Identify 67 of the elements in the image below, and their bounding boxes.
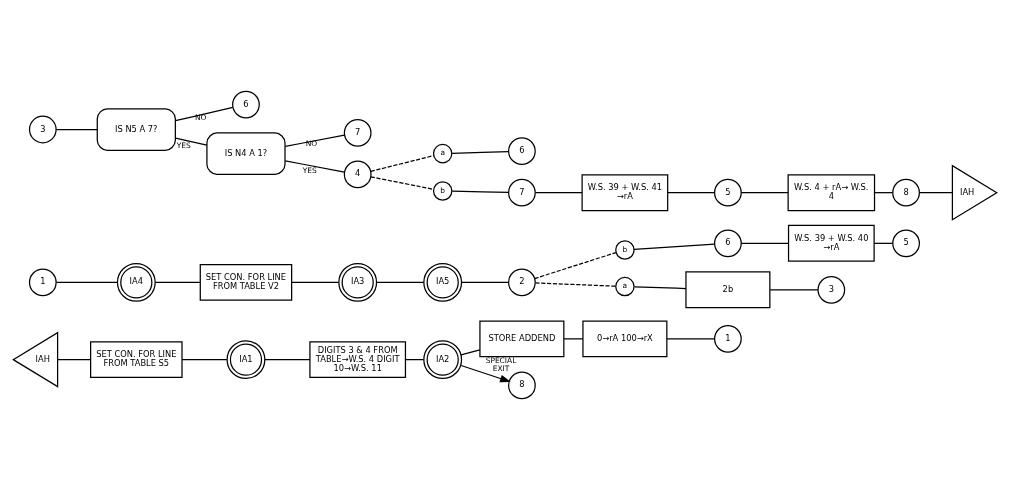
node-box: 2b bbox=[684, 271, 770, 309]
node-box: IS N5 A 7? bbox=[96, 108, 176, 151]
connector bbox=[665, 338, 715, 340]
connector bbox=[375, 281, 424, 283]
connector bbox=[451, 190, 509, 194]
connector bbox=[533, 252, 616, 280]
node-box: 0→rA 100→rX bbox=[581, 320, 667, 358]
connector bbox=[174, 106, 233, 122]
node-circle: 7 bbox=[343, 118, 372, 147]
connector bbox=[55, 128, 98, 131]
connector bbox=[632, 243, 715, 251]
node-circle: 2 bbox=[507, 268, 536, 297]
connector bbox=[666, 192, 715, 194]
connector bbox=[174, 137, 207, 146]
arrow bbox=[460, 364, 511, 383]
node-circle: 5 bbox=[713, 178, 742, 207]
node-box: STORE ADDEND bbox=[478, 320, 564, 358]
connector bbox=[369, 155, 434, 172]
connector bbox=[460, 349, 480, 356]
connector bbox=[918, 192, 953, 194]
connector bbox=[740, 242, 789, 244]
node-circle: 4 bbox=[343, 160, 372, 189]
edge-label: NO bbox=[305, 139, 317, 149]
node-circle: 8 bbox=[507, 371, 536, 400]
connector bbox=[562, 338, 583, 340]
node-circle: 6 bbox=[713, 229, 742, 258]
node-circle: 1 bbox=[713, 324, 742, 353]
edge-label: NO bbox=[194, 112, 206, 122]
node-circle: b bbox=[614, 240, 635, 260]
connector bbox=[284, 134, 345, 147]
connector bbox=[451, 150, 509, 154]
connector bbox=[460, 281, 509, 283]
node-box: W.S. 4 + rA→ W.S. 4 bbox=[787, 174, 875, 212]
node-circle: 3 bbox=[28, 115, 57, 144]
connector bbox=[180, 359, 228, 361]
connector bbox=[290, 281, 339, 283]
connector bbox=[369, 176, 434, 190]
edge-label: YES bbox=[176, 140, 191, 150]
connector bbox=[873, 242, 893, 244]
connector bbox=[534, 192, 583, 194]
connector bbox=[534, 282, 616, 287]
node-box: DIGITS 3 & 4 FROM TABLE→W.S. 4 DIGIT 10→W.S. 11 bbox=[308, 341, 406, 379]
node-box: W.S. 39 + W.S. 40 →rA bbox=[787, 224, 875, 262]
connector bbox=[769, 289, 819, 291]
node-box: SET CON. FOR LINE FROM TABLE V2 bbox=[199, 263, 292, 301]
node-circle: 8 bbox=[891, 178, 920, 207]
node-circle: b bbox=[432, 181, 452, 201]
connector bbox=[55, 281, 118, 283]
node-circle: 1 bbox=[28, 268, 57, 297]
node-circle: 3 bbox=[816, 275, 845, 304]
node-circle: 5 bbox=[891, 229, 920, 258]
edge-label: SPECIAL EXIT bbox=[485, 355, 516, 374]
node-circle: 6 bbox=[507, 137, 536, 166]
connector bbox=[56, 359, 91, 361]
connector bbox=[633, 286, 686, 290]
connector bbox=[263, 359, 311, 361]
node-circle: 6 bbox=[231, 90, 260, 119]
node-box: SET CON. FOR LINE FROM TABLE S5 bbox=[89, 341, 183, 379]
node-box: W.S. 39 + W.S. 41 →rA bbox=[581, 174, 668, 212]
edge-label: YES bbox=[302, 165, 317, 175]
node-box: IS N4 A 1? bbox=[205, 132, 286, 175]
connector bbox=[284, 160, 345, 173]
connector bbox=[154, 281, 201, 283]
node-circle: 7 bbox=[507, 178, 536, 207]
node-circle: a bbox=[614, 276, 635, 297]
connector bbox=[740, 192, 789, 194]
node-circle: a bbox=[432, 143, 452, 164]
